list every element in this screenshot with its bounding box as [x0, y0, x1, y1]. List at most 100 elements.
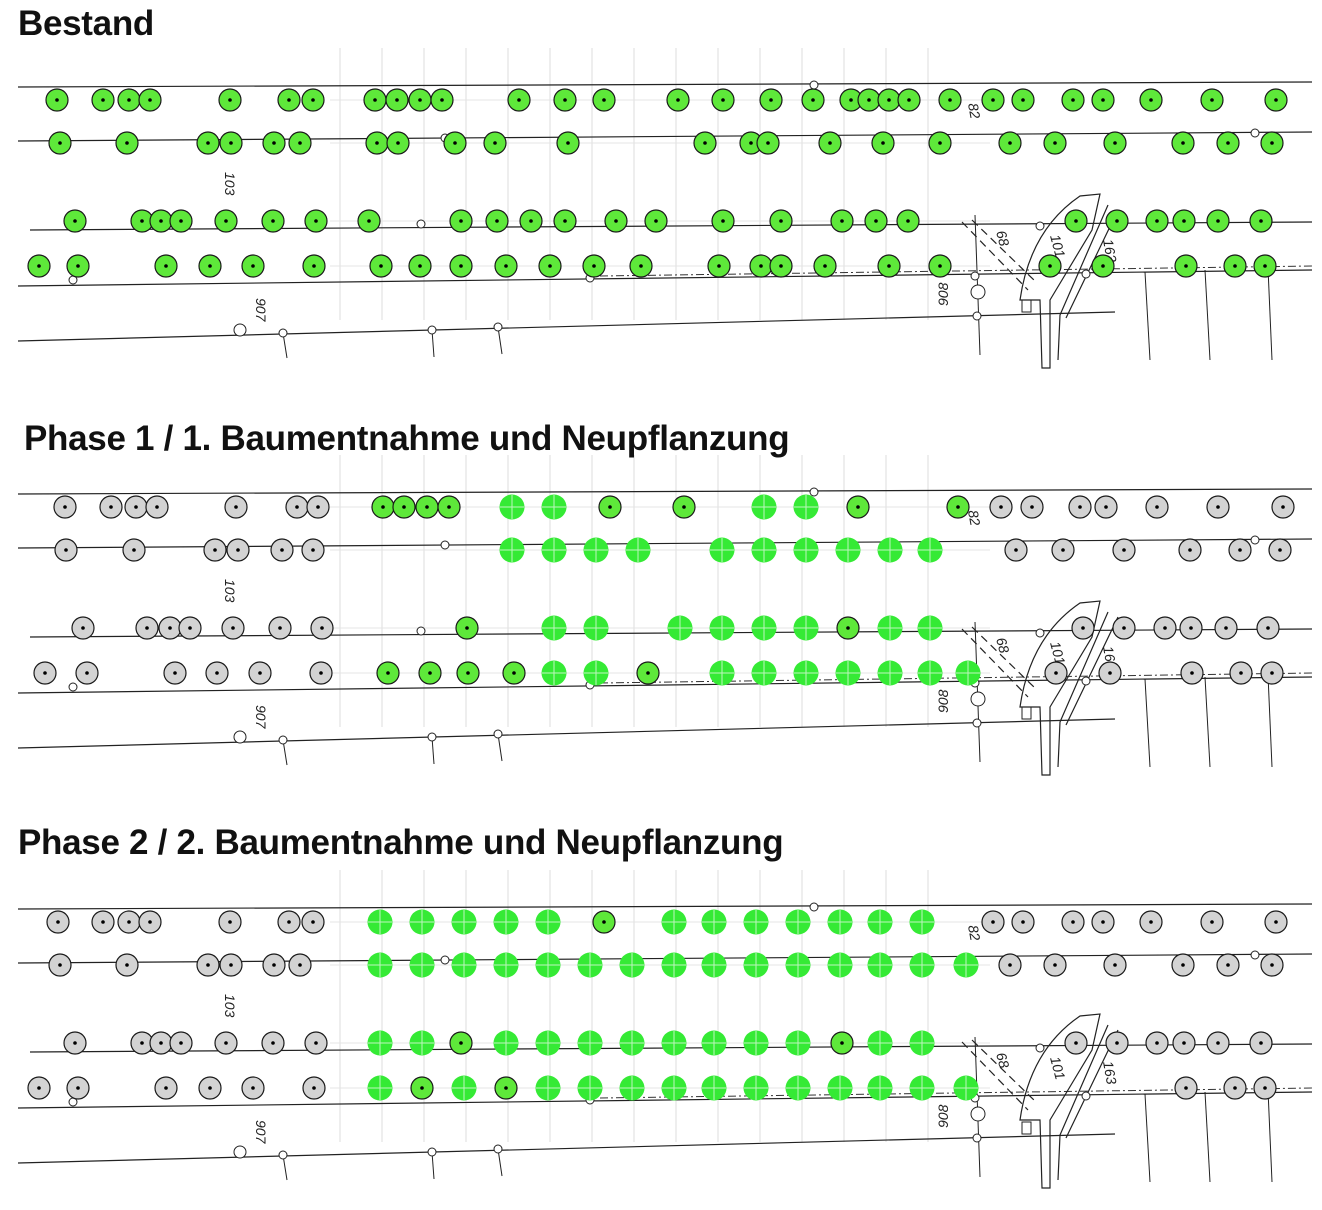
tree-center-dot	[109, 505, 113, 509]
pole-icon	[233, 730, 247, 744]
grid-cross	[702, 1031, 726, 1055]
tree-center-dot	[881, 141, 885, 145]
tree-center-dot	[948, 98, 952, 102]
tree-center-dot	[101, 920, 105, 924]
tree-center-dot	[1053, 963, 1057, 967]
tree-center-dot	[1274, 920, 1278, 924]
grid-cross	[702, 953, 726, 977]
label-908: 908	[935, 1104, 951, 1128]
boundary-line	[17, 488, 1313, 495]
grid-cross	[368, 1076, 392, 1100]
grid-cross	[494, 1031, 518, 1055]
grid-cross	[584, 661, 608, 685]
tree-center-dot	[1233, 1086, 1237, 1090]
boundary-line	[17, 1091, 1313, 1109]
tree-center-dot	[459, 264, 463, 268]
label-68: 68	[993, 1051, 1013, 1070]
tree-center-dot	[1008, 963, 1012, 967]
tree-center-dot	[504, 1086, 508, 1090]
tree-center-dot	[504, 264, 508, 268]
label-908: 908	[935, 282, 951, 306]
tree-center-dot	[1182, 219, 1186, 223]
tree-center-dot	[224, 1041, 228, 1045]
tree-center-dot	[717, 264, 721, 268]
panel-title: Phase 2 / 2. Baumentnahme und Neupflanzu…	[18, 823, 784, 862]
tree-center-dot	[140, 1041, 144, 1045]
tree-center-dot	[938, 141, 942, 145]
tree-center-dot	[602, 98, 606, 102]
grid-cross	[836, 538, 860, 562]
tree-center-dot	[602, 920, 606, 924]
tree-center-dot	[148, 920, 152, 924]
tree-center-dot	[280, 548, 284, 552]
pole-line	[1204, 1091, 1211, 1183]
tree-center-dot	[466, 671, 470, 675]
tree-center-dot	[1216, 1041, 1220, 1045]
tree-center-dot	[402, 505, 406, 509]
tree-center-dot	[272, 141, 276, 145]
pole-line	[431, 329, 435, 358]
grid-cross	[578, 1076, 602, 1100]
boundary-line	[17, 81, 1313, 88]
tree-center-dot	[58, 963, 62, 967]
grid-cross	[452, 1076, 476, 1100]
grid-cross	[536, 910, 560, 934]
label-907: 907	[253, 1120, 269, 1145]
grid-cross	[910, 910, 934, 934]
grid-cross	[584, 538, 608, 562]
grid-cross	[500, 495, 524, 519]
pole-icon	[1250, 128, 1260, 138]
tree-center-dot	[1122, 548, 1126, 552]
tree-center-dot	[1113, 141, 1117, 145]
label-82: 82	[965, 924, 983, 942]
tree-center-dot	[1122, 626, 1126, 630]
grid-cross	[542, 661, 566, 685]
grid-cross	[410, 953, 434, 977]
grid-cross	[744, 1076, 768, 1100]
tree-center-dot	[1115, 219, 1119, 223]
tree-center-dot	[608, 505, 612, 509]
grid-cross	[828, 910, 852, 934]
tree-center-dot	[1030, 505, 1034, 509]
tree-center-dot	[1274, 98, 1278, 102]
pole-icon	[970, 1106, 986, 1122]
tree-center-dot	[1074, 1041, 1078, 1045]
tree-center-dot	[1149, 98, 1153, 102]
grid-cross	[620, 1031, 644, 1055]
tree-center-dot	[320, 626, 324, 630]
road-island	[1019, 600, 1101, 776]
pole-line	[431, 1151, 435, 1180]
tree-center-dot	[206, 141, 210, 145]
grid-cross	[668, 616, 692, 640]
pole-icon	[970, 271, 980, 281]
tree-center-dot	[1270, 963, 1274, 967]
grid-cross	[542, 495, 566, 519]
tree-center-dot	[1155, 219, 1159, 223]
tree-center-dot	[1238, 548, 1242, 552]
tree-center-dot	[125, 963, 129, 967]
tree-center-dot	[37, 1086, 41, 1090]
label-103: 103	[222, 994, 238, 1018]
grid-cross	[752, 495, 776, 519]
tree-center-dot	[179, 219, 183, 223]
tree-center-dot	[127, 920, 131, 924]
tree-center-dot	[379, 264, 383, 268]
tree-center-dot	[127, 98, 131, 102]
marker-box	[1021, 706, 1032, 720]
label-163: 163	[1100, 1060, 1120, 1086]
grid-cross	[662, 1031, 686, 1055]
grid-cross	[878, 661, 902, 685]
tree-center-dot	[373, 98, 377, 102]
tree-center-dot	[272, 963, 276, 967]
grid-cross	[410, 910, 434, 934]
tree-center-dot	[132, 548, 136, 552]
tree-center-dot	[682, 505, 686, 509]
tree-center-dot	[1182, 1041, 1186, 1045]
grid-cross	[702, 1076, 726, 1100]
tree-center-dot	[956, 505, 960, 509]
grid-cross	[710, 661, 734, 685]
pole-icon	[427, 732, 437, 742]
pole-icon	[809, 902, 819, 912]
